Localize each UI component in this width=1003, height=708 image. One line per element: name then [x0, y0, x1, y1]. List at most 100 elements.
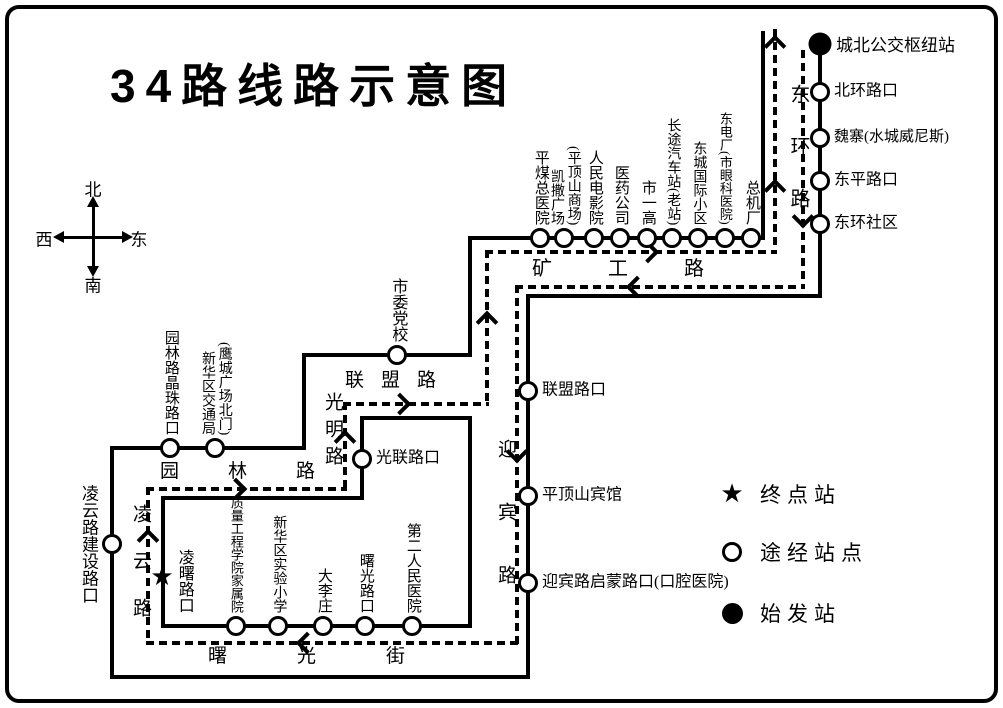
- stop-label: 园林路晶珠路口: [162, 330, 179, 435]
- route-line-dashed-segment: [515, 285, 805, 289]
- stop-label: 凯撒广场(平顶山商场): [548, 145, 581, 225]
- stop-label: 迎宾路启蒙路口(口腔医院): [542, 573, 729, 591]
- route-line-solid-segment: [360, 416, 472, 420]
- stop-marker: [402, 616, 422, 636]
- stop-marker: [662, 228, 682, 248]
- stop-label: 东城国际小区: [691, 141, 707, 225]
- stop-label-column: (平顶山商场): [565, 145, 581, 225]
- compass-south-arrow-icon: [87, 266, 99, 277]
- stop-label: 凌云路建设路口: [79, 484, 98, 604]
- compass-horizontal-line: [62, 236, 124, 239]
- road-name-label: 园林路: [160, 461, 365, 482]
- route-line-dashed-segment: [773, 29, 777, 254]
- stop-marker: [688, 228, 708, 248]
- stop-label: 联盟路口: [542, 381, 607, 399]
- origin-station-label: 城北公交枢纽站: [836, 36, 955, 56]
- route-line-solid-segment: [468, 416, 472, 628]
- legend-waypoint-icon: [712, 542, 752, 562]
- stop-label: 市一高: [639, 180, 656, 225]
- legend-item-terminal: ★ 终点站: [712, 477, 841, 511]
- stop-label: 第二人民医院: [404, 523, 421, 613]
- stop-label: 新华区实验小学: [271, 515, 287, 613]
- legend-origin-icon: [712, 602, 752, 624]
- stop-label-column: 凯撒广场: [549, 169, 564, 225]
- stop-label: 市委党校: [389, 278, 407, 342]
- stop-marker: [205, 438, 225, 458]
- page-title: 34路线路示意图: [110, 60, 518, 112]
- stop-marker: [518, 381, 538, 401]
- stop-marker: [810, 82, 830, 102]
- compass-west-label: 西: [35, 230, 53, 250]
- stop-label: 北环路口: [834, 82, 899, 100]
- road-name-label: 迎宾路: [494, 439, 516, 628]
- stop-label: 大李庄: [315, 568, 332, 613]
- stop-label: 东平路口: [834, 171, 899, 189]
- route-line-solid-segment: [110, 675, 530, 679]
- compass-east-label: 东: [130, 230, 148, 250]
- route-line-dashed-segment: [343, 402, 347, 491]
- compass-west-arrow-icon: [53, 231, 64, 243]
- stop-label: 曙光路口: [357, 553, 374, 613]
- stop-marker: [226, 616, 246, 636]
- stop-label-column: 新华区交通局: [200, 351, 215, 435]
- route-line-solid-segment: [526, 294, 822, 298]
- direction-arrow-icon: [475, 310, 499, 334]
- route-line-solid-segment: [161, 496, 165, 628]
- route-line-solid-segment: [110, 446, 114, 679]
- stop-marker: [518, 573, 538, 593]
- stop-label: 医药公司: [612, 165, 629, 225]
- stop-marker: [355, 616, 375, 636]
- terminal-station-label: 凌曙路口: [175, 549, 193, 613]
- compass-north-label: 北: [84, 180, 102, 200]
- stop-marker: [637, 228, 657, 248]
- legend-item-waypoint: 途经站点: [712, 535, 868, 569]
- direction-arrow-icon: [763, 34, 787, 58]
- stop-marker: [313, 616, 333, 636]
- road-name-label: 曙光街: [208, 646, 476, 667]
- route-line-dashed-segment: [146, 487, 347, 491]
- legend-terminal-label: 终点站: [760, 483, 841, 507]
- direction-arrow-icon: [763, 178, 787, 202]
- stop-marker: [810, 214, 830, 234]
- stop-label: 光联路口: [376, 449, 441, 467]
- stop-marker: [554, 228, 574, 248]
- stop-marker: [610, 228, 630, 248]
- compass-south-label: 南: [84, 276, 102, 296]
- stop-marker: [741, 228, 761, 248]
- stop-label: 长途汽车站(老站): [665, 117, 681, 225]
- stop-marker: [268, 616, 288, 636]
- stop-label: 魏寨(水城威尼斯): [834, 129, 949, 146]
- route-line-dashed-segment: [146, 487, 150, 645]
- road-name-label: 矿工路: [532, 258, 760, 280]
- road-name-label: 光明路: [321, 392, 343, 473]
- stop-marker: [810, 171, 830, 191]
- stop-marker: [715, 228, 735, 248]
- stop-label: 平煤总医院: [532, 150, 549, 225]
- stop-marker: [584, 228, 604, 248]
- stop-label: 人民电影院: [586, 150, 603, 225]
- road-name-label: 东环路: [787, 84, 809, 240]
- direction-arrow-icon: [388, 392, 412, 416]
- compass-north-arrow-icon: [87, 196, 99, 207]
- origin-station-icon: [808, 32, 832, 56]
- route-line-dashed-segment: [801, 50, 805, 289]
- legend-star-icon: ★: [720, 479, 744, 509]
- terminal-star-icon: ★: [150, 562, 174, 592]
- route-line-solid-segment: [818, 42, 822, 298]
- stop-marker: [810, 128, 830, 148]
- route-line-solid-segment: [302, 353, 306, 450]
- stop-label: 东环社区: [834, 214, 899, 232]
- stop-label: 平顶山宾馆: [542, 486, 623, 504]
- stop-label: 新华区交通局(鹰城广场北门): [199, 342, 232, 435]
- stop-marker: [102, 534, 122, 554]
- stop-marker: [160, 438, 180, 458]
- route-line-solid-segment: [761, 31, 765, 240]
- route-line-dashed-segment: [485, 250, 777, 254]
- stop-label: 总机厂: [743, 180, 760, 225]
- stop-marker: [530, 228, 550, 248]
- road-name-label: 联盟路: [345, 370, 454, 391]
- road-name-label: 凌云路: [129, 504, 151, 645]
- stop-label: 东电厂(市眼科医院): [717, 112, 733, 225]
